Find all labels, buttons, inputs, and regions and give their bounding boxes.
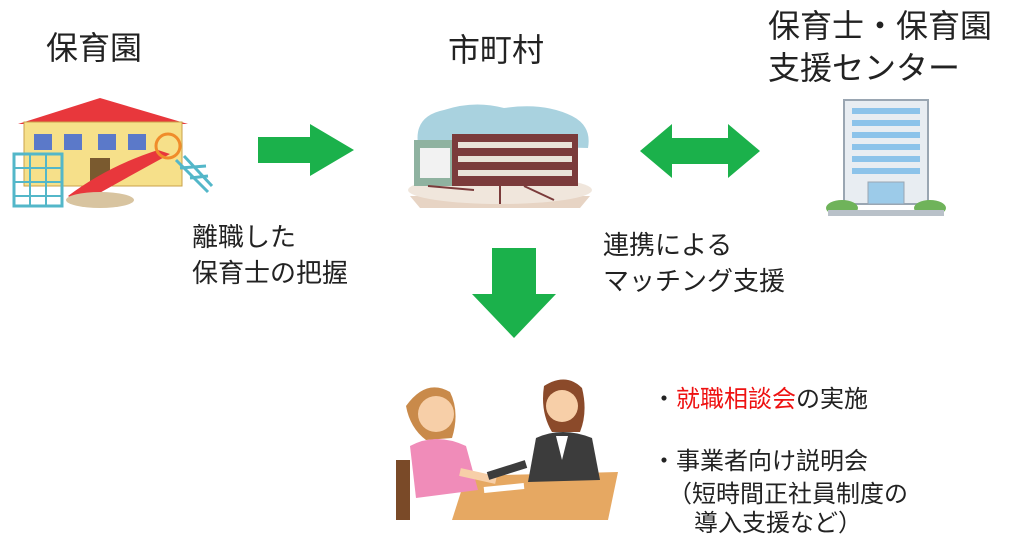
- activity-text: の実施: [796, 385, 868, 413]
- arrow-nursery-to-city: [258, 124, 354, 176]
- arrow-city-center-bidirectional: [640, 124, 760, 178]
- nursery-label: 保育園: [46, 29, 143, 67]
- support-center-label-line1: 保育士・保育園: [768, 7, 993, 45]
- grasp-label-line1: 離職した: [192, 223, 297, 253]
- highlight-text: 就職相談会: [676, 385, 796, 413]
- activity-item-consultation: ・就職相談会の実施: [652, 384, 868, 415]
- activity-item-briefing-paren2: 導入支援など）: [694, 509, 862, 537]
- arrow-city-to-activities: [472, 248, 556, 338]
- office-tower-icon: [826, 99, 946, 216]
- activity-item-briefing: ・事業者向け説明会: [652, 446, 868, 477]
- matching-label-line1: 連携による: [603, 231, 733, 261]
- city-hall-icon: [408, 104, 592, 208]
- bullet: ・: [652, 385, 676, 413]
- city-label: 市町村: [448, 31, 545, 69]
- support-center-label-line2: 支援センター: [768, 49, 961, 87]
- nursery-building-icon: [12, 98, 214, 208]
- matching-label-line2: マッチング支援: [603, 267, 786, 297]
- activity-item-briefing-paren1: （短時間正社員制度の: [668, 480, 908, 508]
- bullet: ・: [652, 447, 676, 475]
- grasp-label-line2: 保育士の把握: [192, 259, 349, 289]
- consultation-people-icon: [396, 379, 618, 520]
- activity-text: 事業者向け説明会: [676, 447, 868, 475]
